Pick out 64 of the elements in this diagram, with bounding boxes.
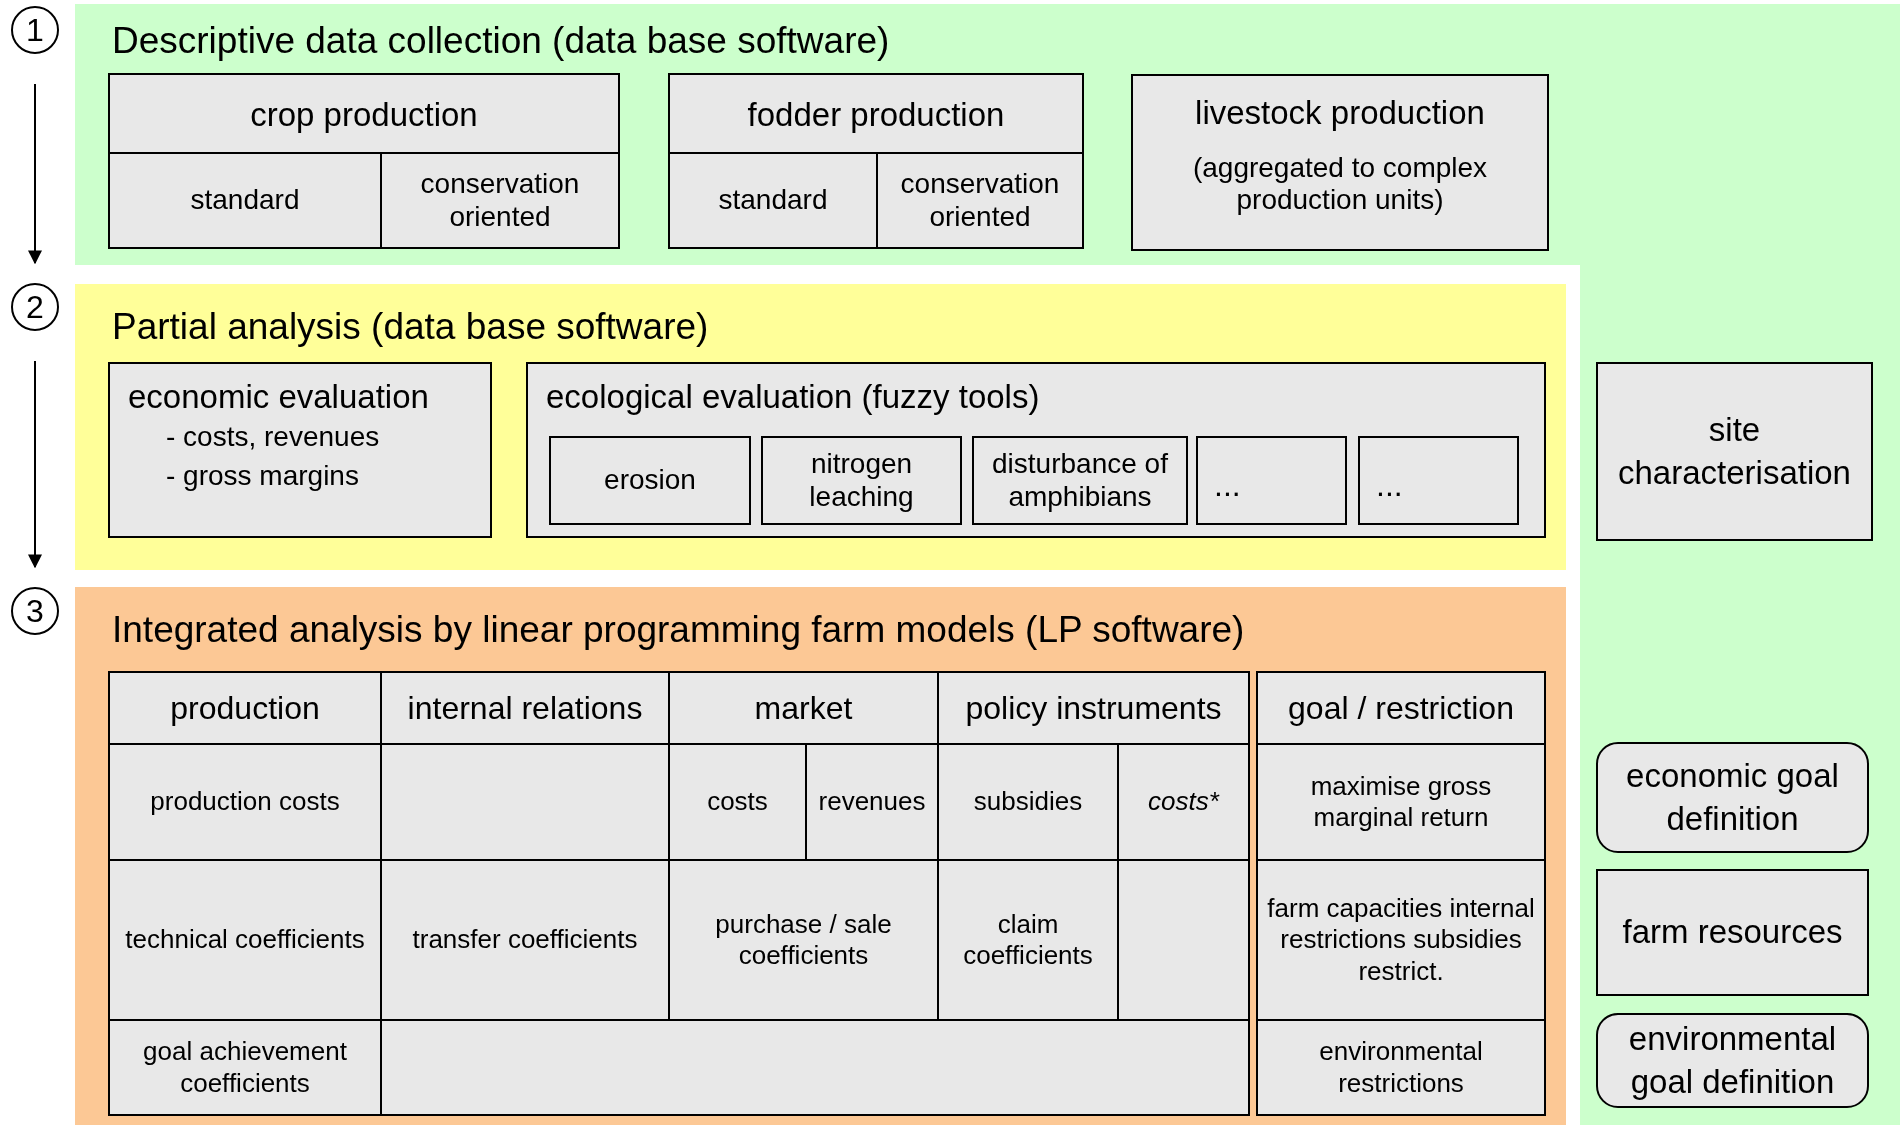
box-label: standard xyxy=(189,184,301,217)
sub-box xyxy=(1358,436,1519,525)
panel-title: Integrated analysis by linear programming farm models (LP software) xyxy=(112,609,1245,650)
box-label: standard xyxy=(717,184,829,217)
category-box xyxy=(668,73,1084,249)
box-heading: fodder production xyxy=(747,94,1005,135)
goal-box xyxy=(1596,742,1869,853)
sub-box xyxy=(1196,436,1347,525)
list-item: - gross margins xyxy=(165,459,360,494)
box-label: conservation oriented xyxy=(899,168,1061,233)
arrow xyxy=(28,83,42,265)
step-number: 1 xyxy=(26,14,44,46)
ellipsis: ... xyxy=(1214,468,1241,501)
box-note: (aggregated to complex production units) xyxy=(1191,151,1489,216)
table-cell: farm capacities internal restrictions subsidies restrict. xyxy=(1256,859,1546,1021)
box-heading: livestock production xyxy=(1195,93,1485,133)
table-header-cell: production xyxy=(108,671,382,745)
arrow xyxy=(28,360,42,569)
table-cell: subsidies xyxy=(937,743,1119,861)
box-heading: ecological evaluation (fuzzy tools) xyxy=(546,378,1040,415)
table-cell: goal achievement coefficients xyxy=(108,1019,382,1116)
stage-panel xyxy=(75,587,1566,1125)
table-cell: maximise gross marginal return xyxy=(1256,743,1546,861)
box-label: nitrogen leaching xyxy=(808,448,915,513)
table-cell: production costs xyxy=(108,743,382,861)
table-header-cell: market xyxy=(668,671,939,745)
stage-panel xyxy=(75,4,1900,265)
sub-box xyxy=(972,436,1188,525)
table-cell: environmental restrictions xyxy=(1256,1019,1546,1116)
box-label: site characterisation xyxy=(1617,409,1852,493)
table-header-cell: policy instruments xyxy=(937,671,1250,745)
step-number: 2 xyxy=(26,291,44,323)
panel-title: Descriptive data collection (data base software) xyxy=(112,20,890,61)
input-box xyxy=(1596,362,1873,541)
table-header-cell: internal relations xyxy=(380,671,670,745)
table-header-cell: goal / restriction xyxy=(1256,671,1546,745)
table-cell: claim coefficients xyxy=(937,859,1119,1021)
goal-box xyxy=(1596,1013,1869,1108)
box-label: conservation oriented xyxy=(419,168,581,233)
box-label: environmental goal definition xyxy=(1627,1018,1838,1102)
box-label: erosion xyxy=(603,464,697,497)
category-box xyxy=(108,73,620,249)
table-cell: transfer coefficients xyxy=(380,859,670,1021)
box-label: economic goal definition xyxy=(1625,755,1840,839)
category-box xyxy=(1131,74,1549,251)
box-heading: crop production xyxy=(250,94,478,135)
stage-panel xyxy=(75,284,1566,570)
panel-title: Partial analysis (data base software) xyxy=(112,306,709,347)
box-label: disturbance of amphibians xyxy=(991,448,1169,513)
evaluation-box xyxy=(526,362,1546,538)
evaluation-box xyxy=(108,362,492,538)
table-cell: revenues xyxy=(805,743,939,861)
box-label: farm resources xyxy=(1622,912,1843,953)
table-cell: purchase / sale coefficients xyxy=(668,859,939,1021)
list-item: - costs, revenues xyxy=(165,420,381,455)
input-box xyxy=(1596,869,1869,996)
step-number: 3 xyxy=(26,595,44,627)
table-cell: technical coefficients xyxy=(108,859,382,1021)
sub-box xyxy=(761,436,962,525)
table-cell: costs* xyxy=(1117,743,1250,861)
box-heading: economic evaluation xyxy=(128,377,430,417)
ellipsis: ... xyxy=(1376,468,1403,501)
table-cell: costs xyxy=(668,743,807,861)
sub-box xyxy=(549,436,751,525)
